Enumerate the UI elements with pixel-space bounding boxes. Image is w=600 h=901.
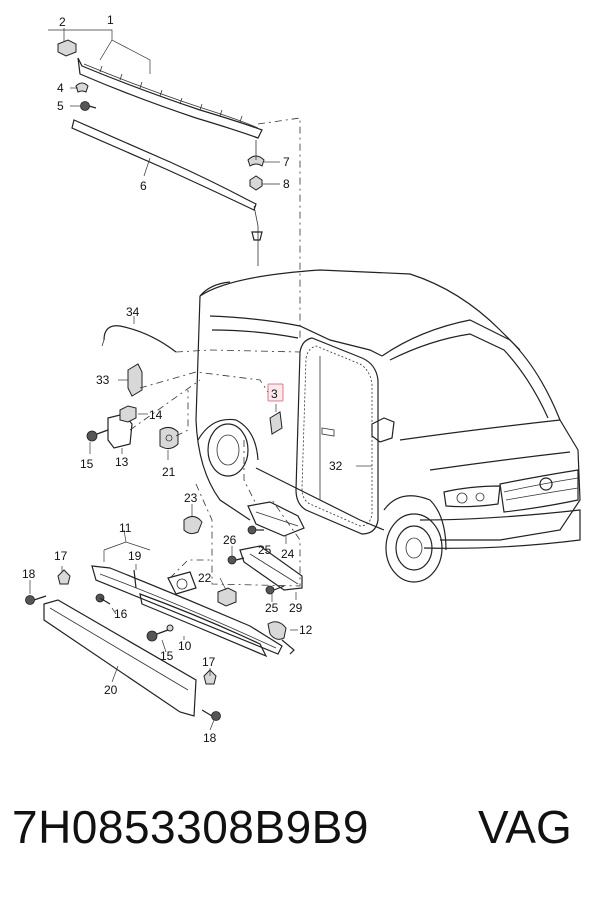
part-19-pin (133, 569, 137, 589)
part-4-clip (75, 82, 89, 93)
part-25-screw-a (247, 525, 264, 535)
part-8-nut (249, 175, 263, 191)
part-number-label: 7H0853308B9B9 (12, 801, 369, 853)
part-24-guide (247, 501, 305, 537)
lower-rail-group (25, 529, 298, 731)
callout-8: 8 (283, 177, 290, 191)
callout-34: 34 (126, 305, 140, 319)
part-2-clip (57, 39, 77, 57)
part-5-screw (80, 101, 97, 111)
callout-12: 12 (299, 623, 313, 637)
brand-label: VAG (478, 801, 572, 853)
part-18-screw-a (25, 595, 47, 605)
part-15-bolt-b (146, 629, 169, 642)
part-6-strip (71, 119, 257, 211)
side-mirror (371, 417, 395, 443)
van-grille (499, 469, 579, 513)
van-body (195, 269, 581, 583)
brand-emblem (539, 477, 553, 491)
callout-25b: 25 (265, 601, 279, 615)
callout-22: 22 (198, 571, 212, 585)
headlight (443, 485, 501, 508)
rear-latch-group (86, 379, 201, 460)
part-33-holder (127, 363, 143, 397)
callout-29: 29 (289, 601, 303, 615)
part-20-cover (43, 599, 197, 717)
callout-33: 33 (96, 373, 110, 387)
part-32-seal (295, 337, 379, 535)
sliding-door-opening (295, 337, 379, 535)
callout-4: 4 (57, 81, 64, 95)
callout-6: 6 (140, 179, 147, 193)
callout-15a: 15 (80, 457, 94, 471)
callout-25a: 25 (258, 543, 272, 557)
part-15-bolt-a (86, 429, 109, 442)
rear-wheel (197, 418, 259, 477)
callout-32: 32 (329, 459, 343, 473)
part-12-endpiece (267, 621, 287, 640)
guide-line-roof (257, 117, 301, 340)
part-22-roller (217, 587, 237, 607)
parts-diagram: 1 2 3 4 5 6 7 8 10 11 12 13 14 15 15 16 … (22, 13, 581, 745)
callout-24: 24 (281, 547, 295, 561)
callout-14: 14 (149, 408, 163, 422)
part-17-clip-b (203, 669, 217, 685)
callout-18a: 18 (22, 567, 36, 581)
callout-7: 7 (283, 155, 290, 169)
callout-17b: 17 (202, 655, 216, 669)
callout-1: 1 (107, 13, 114, 27)
front-wheel (383, 495, 447, 583)
door-handle (321, 427, 335, 437)
callout-16: 16 (114, 607, 128, 621)
seal-group (101, 316, 301, 397)
part-26-screw (227, 555, 245, 565)
part-11-rail (91, 565, 283, 655)
callout-11: 11 (119, 521, 132, 535)
part-3-bracket (269, 411, 283, 435)
callout-15b: 15 (160, 649, 174, 663)
middle-rail-group (183, 440, 305, 602)
callout-17a: 17 (54, 549, 68, 563)
callout-13: 13 (115, 455, 129, 469)
part-21-lock (159, 426, 179, 450)
callout-10: 10 (178, 639, 192, 653)
callout-18b: 18 (203, 731, 217, 745)
part-17-clip-a (57, 569, 71, 585)
part-18-screw-b (201, 709, 221, 721)
part-29-rail (239, 545, 303, 591)
callout-19: 19 (128, 549, 142, 563)
part-23-roller (183, 516, 203, 535)
part-34-strip (103, 325, 177, 353)
callout-2: 2 (59, 15, 66, 29)
part-16-stud (95, 593, 111, 605)
callout-5: 5 (57, 99, 64, 113)
callout-21: 21 (162, 465, 176, 479)
callout-26: 26 (223, 533, 237, 547)
part-1-rail (77, 57, 263, 139)
part-25-screw-b (265, 585, 285, 595)
part-3-highlight (267, 383, 284, 435)
roof-rail-group (48, 28, 280, 266)
callout-20: 20 (104, 683, 118, 697)
callout-labels: 1 2 3 4 5 6 7 8 10 11 12 13 14 15 15 16 … (22, 13, 343, 745)
part-10-washer (166, 624, 174, 632)
callout-3: 3 (271, 387, 278, 401)
callout-23: 23 (184, 491, 198, 505)
part-7-clip (247, 155, 265, 167)
part-14-bushing (119, 405, 137, 423)
